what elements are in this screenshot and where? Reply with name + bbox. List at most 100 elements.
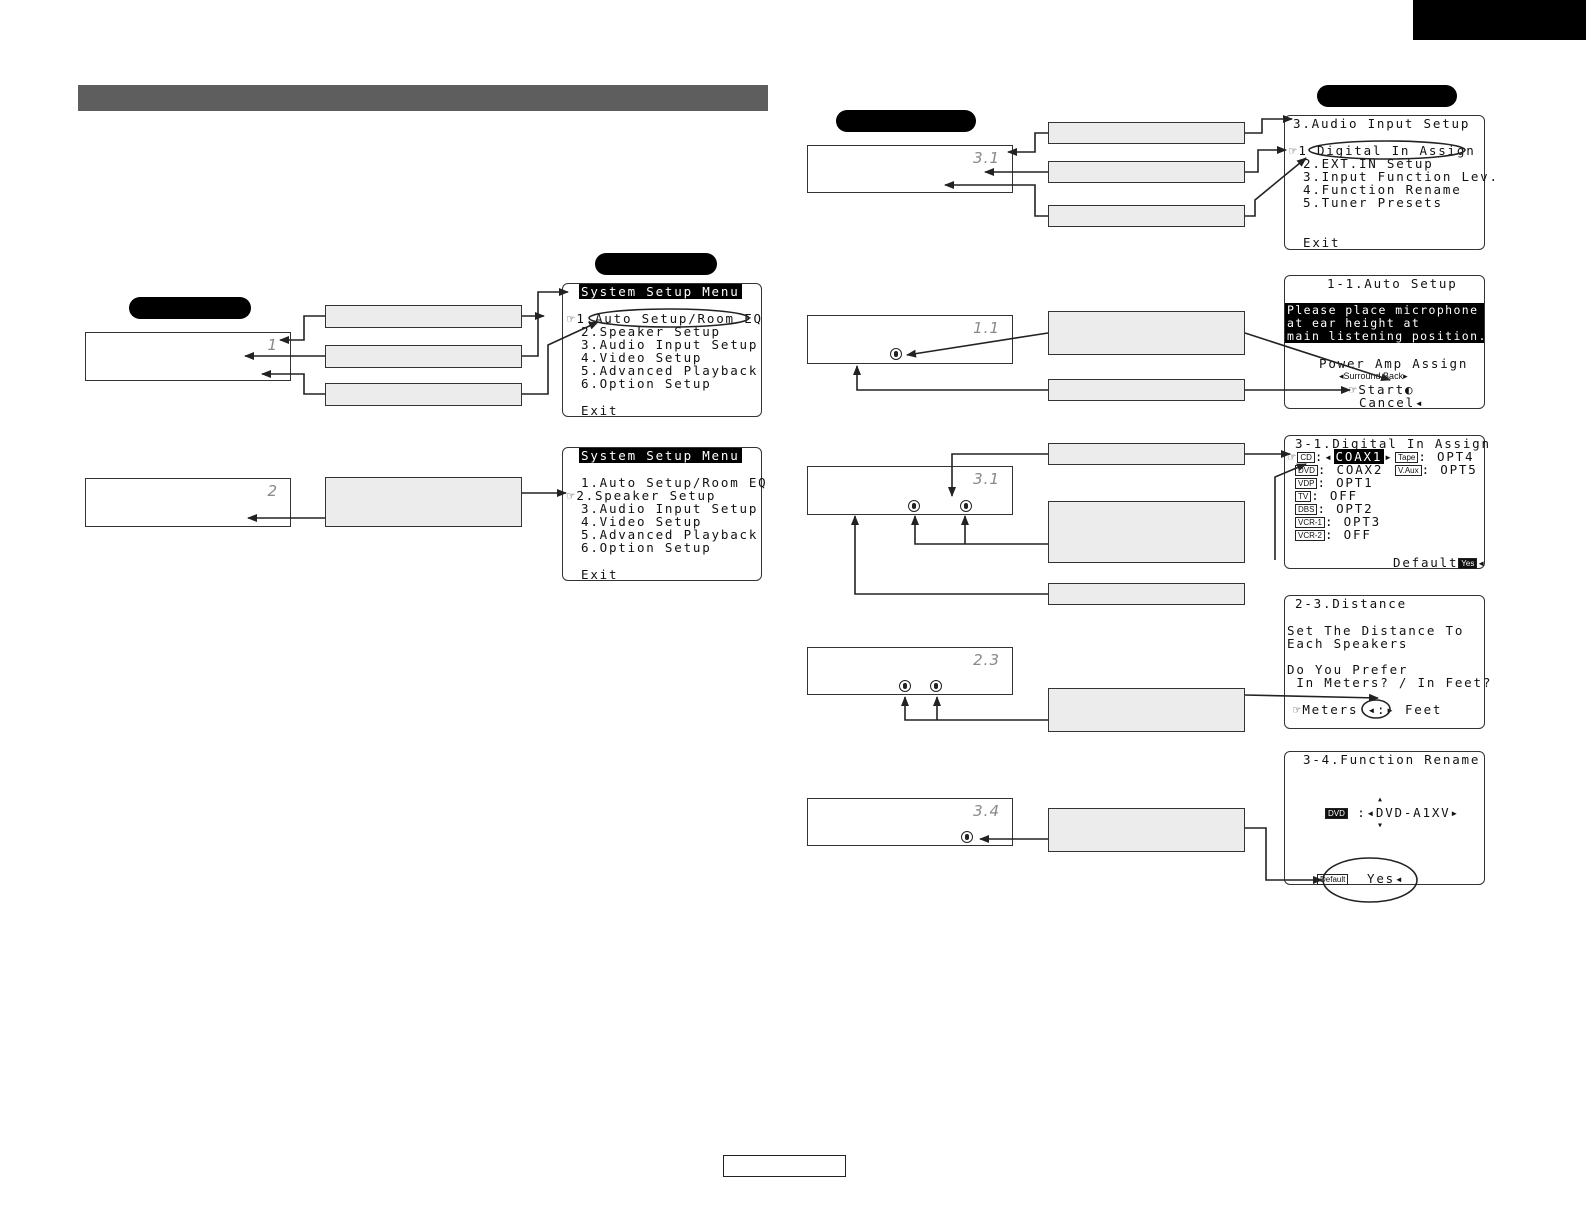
osd-menu-item[interactable]: 5.Advanced Playback — [581, 527, 759, 542]
instruction-box — [1048, 583, 1245, 605]
osd-assign-row[interactable]: VCR-1: OPT3 — [1295, 515, 1381, 528]
osd-menu-item-selected[interactable]: ☞2.Speaker Setup — [567, 488, 717, 503]
osd-unit-selector[interactable]: ☞Meters ◂:▸ Feet — [1293, 702, 1443, 717]
remote-unit-label-pill-right — [836, 110, 976, 132]
osd-assign-row[interactable]: ☞CD:◂COAX1▸ — [1288, 449, 1394, 464]
osd-menu-exit[interactable]: Exit — [1303, 235, 1341, 250]
lcd-display-3-4: 3.4 — [807, 798, 1013, 846]
lcd-step-number: 2 — [267, 482, 278, 500]
remote-unit-label-pill — [129, 297, 251, 319]
osd-menu-title: 2-3.Distance — [1295, 596, 1407, 611]
osd-text-line: Set The Distance To — [1287, 623, 1465, 638]
instruction-box — [1048, 161, 1245, 183]
osd-assign-row-right[interactable]: Tape: OPT4 — [1395, 450, 1474, 463]
lcd-step-number: 3.1 — [973, 149, 1000, 167]
osd-menu-item[interactable]: 5.Advanced Playback — [581, 363, 759, 378]
left-knob-icon — [908, 500, 920, 512]
osd-text-line: In Meters? / In Feet? — [1287, 675, 1493, 690]
osd-menu-exit[interactable]: Exit — [581, 403, 619, 418]
instruction-box — [1048, 443, 1245, 465]
connector-line — [906, 332, 1049, 358]
osd-menu-title: System Setup Menu — [579, 284, 742, 299]
page-number-box — [723, 1155, 846, 1177]
osd-system-setup-menu-2: System Setup Menu 1.Auto Setup/Room EQ ☞… — [562, 447, 766, 582]
connector-line — [944, 181, 1048, 217]
section-title-bar — [78, 85, 768, 111]
instruction-box — [1048, 379, 1245, 401]
connector-line — [1007, 132, 1048, 156]
instruction-box — [325, 383, 522, 406]
osd-cancel-option[interactable]: Cancel◂ — [1359, 395, 1425, 410]
osd-menu-exit[interactable]: Exit — [581, 567, 619, 582]
osd-auto-setup: 1-1.Auto Setup Please place microphone a… — [1284, 275, 1485, 409]
connector-line — [522, 321, 599, 395]
on-screen-label-pill — [595, 253, 717, 275]
instruction-box — [1048, 311, 1245, 355]
osd-message-line: main listening position. — [1287, 329, 1487, 343]
osd-menu-title: 3-4.Function Rename — [1303, 752, 1481, 767]
connector-line — [911, 515, 1048, 545]
lcd-display-3-1-b: 3.1 — [807, 466, 1013, 515]
enter-knob-icon — [890, 348, 902, 360]
lcd-step-number: 1.1 — [973, 319, 1000, 337]
osd-text-line: Each Speakers — [1287, 636, 1409, 651]
instruction-box — [1048, 501, 1245, 563]
enter-knob-icon — [961, 831, 973, 843]
osd-assign-row[interactable]: DBS: OPT2 — [1295, 502, 1373, 515]
osd-assign-row[interactable]: VDP: OPT1 — [1295, 476, 1373, 489]
osd-message-line: at ear height at — [1287, 316, 1421, 330]
osd-function-rename: 3-4.Function Rename ▴ DVD :◂DVD-A1XV▸ ▾ … — [1284, 751, 1485, 885]
connector-line — [901, 696, 1048, 721]
page-header-tab — [1413, 0, 1586, 40]
osd-text-line: Do You Prefer — [1287, 662, 1409, 677]
osd-menu-item[interactable]: 2.EXT.IN Setup — [1303, 156, 1434, 171]
osd-assign-row-right[interactable]: V.Aux: OPT5 — [1395, 463, 1478, 476]
connector-line — [1245, 115, 1293, 134]
connector-line — [853, 365, 1048, 391]
lcd-step-number: 1 — [267, 336, 278, 354]
selection-ellipse — [588, 308, 750, 328]
osd-surround-back-option[interactable]: ◂Surround Back▸ — [1339, 371, 1408, 381]
osd-menu-item[interactable]: 3.Audio Input Setup — [581, 337, 759, 352]
osd-assign-row[interactable]: TV: OFF — [1295, 489, 1358, 502]
osd-message-block: Please place microphone at ear height at… — [1285, 303, 1487, 343]
osd-menu-item[interactable]: 3.Input Function Lev. — [1303, 169, 1499, 184]
osd-menu-item[interactable]: 6.Option Setup — [581, 540, 712, 555]
osd-menu-title: System Setup Menu — [579, 448, 742, 463]
osd-menu-item[interactable]: 3.Audio Input Setup — [581, 501, 759, 516]
osd-message-line: Please place microphone — [1287, 303, 1479, 317]
instruction-box — [1048, 205, 1245, 227]
osd-start-option[interactable]: ☞Start◐ — [1349, 382, 1415, 397]
right-knob-icon — [930, 680, 942, 692]
left-knob-icon — [899, 680, 911, 692]
osd-menu-item[interactable]: 2.Speaker Setup — [581, 324, 721, 339]
lcd-step-number: 2.3 — [973, 651, 1000, 669]
instruction-box — [325, 305, 522, 328]
osd-menu-item[interactable]: 4.Function Rename — [1303, 182, 1462, 197]
osd-menu-title: 1-1.Auto Setup — [1327, 276, 1458, 291]
up-arrow-icon: ▴ — [1377, 794, 1385, 805]
lcd-display-2-3: 2.3 — [807, 647, 1013, 695]
lcd-step-number: 3.4 — [973, 802, 1000, 820]
osd-menu-item[interactable]: 1.Auto Setup/Room EQ — [581, 475, 768, 490]
connector-line — [1245, 146, 1287, 173]
osd-assign-row[interactable]: VCR-2: OFF — [1295, 528, 1372, 541]
osd-menu-item[interactable]: 6.Option Setup — [581, 376, 712, 391]
connector-line — [1274, 463, 1307, 560]
instruction-box — [325, 345, 522, 368]
instruction-box — [1048, 122, 1245, 144]
osd-menu-item[interactable]: 5.Tuner Presets — [1303, 195, 1443, 210]
osd-menu-item[interactable]: 4.Video Setup — [581, 350, 703, 365]
selection-ellipse — [1322, 857, 1418, 903]
osd-rename-field[interactable]: DVD :◂DVD-A1XV▸ — [1325, 806, 1460, 819]
connector-line — [1244, 332, 1391, 382]
connector-line — [522, 288, 569, 357]
osd-menu-item[interactable]: 4.Video Setup — [581, 514, 703, 529]
selection-ellipse — [1361, 699, 1391, 719]
osd-distance: 2-3.Distance Set The Distance To Each Sp… — [1284, 595, 1490, 729]
osd-menu-title: 3-1.Digital In Assign — [1295, 436, 1491, 451]
selection-ellipse — [1308, 140, 1466, 160]
connector-line — [261, 370, 325, 395]
